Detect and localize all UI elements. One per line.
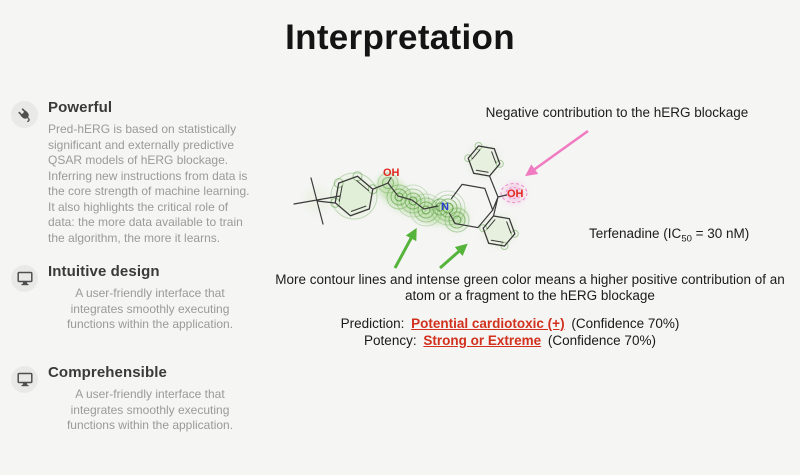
feature-description: Pred-hERG is based on statistically sign…	[48, 122, 250, 245]
negative-site-dashed-circle	[500, 183, 528, 203]
monitor-icon	[11, 265, 38, 292]
compound-label: Terfenadine (IC50 = 30 nM)	[589, 226, 750, 245]
page-title: Interpretation	[285, 18, 515, 57]
monitor-icon	[11, 366, 38, 393]
potency-value: Strong or Extreme	[423, 332, 542, 348]
feature-comprehensible: Comprehensible A user-friendly interface…	[11, 364, 253, 434]
feature-intuitive-design: Intuitive design A user-friendly interfa…	[11, 263, 253, 333]
prediction-value: Potential cardiotoxic (+)	[411, 316, 565, 331]
contour-lines	[330, 142, 519, 250]
potency-line: Potency: Strong or Extreme (Confidence 7…	[364, 332, 656, 348]
prediction-line: Prediction: Potential cardiotoxic (+) (C…	[340, 316, 680, 331]
positive-arrow-left	[393, 227, 417, 269]
feature-powerful: Powerful Pred-hERG is based on statistic…	[11, 99, 253, 246]
right-oh-label: OH	[507, 188, 524, 200]
molecule-bonds	[293, 145, 516, 247]
left-oh-label: OH	[383, 167, 400, 179]
feature-description: A user-friendly interface that integrate…	[66, 286, 234, 331]
prediction-block: Prediction: Potential cardiotoxic (+) (C…	[269, 316, 751, 349]
negative-arrow	[525, 129, 589, 177]
feature-description: A user-friendly interface that integrate…	[66, 387, 234, 432]
positive-arrow-right	[439, 243, 468, 270]
terfenadine-structure: OH N OH	[293, 129, 589, 270]
negative-contribution-annotation: Negative contribution to the hERG blocka…	[485, 105, 749, 120]
nitrogen-label: N	[441, 201, 449, 213]
feature-title: Powerful	[48, 99, 113, 116]
feature-title: Intuitive design	[48, 263, 160, 280]
feature-title: Comprehensible	[48, 364, 167, 381]
plug-icon	[11, 101, 38, 128]
positive-contribution-annotation: More contour lines and intense green col…	[275, 272, 785, 303]
